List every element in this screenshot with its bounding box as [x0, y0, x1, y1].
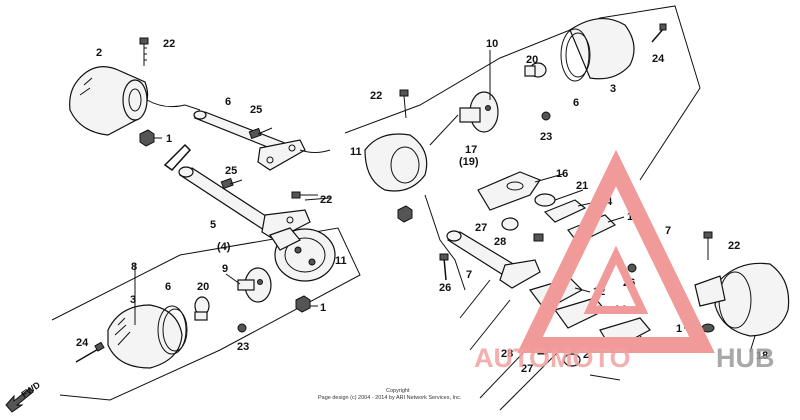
callout-6a: 6 [225, 96, 231, 108]
lens-3-upper [560, 18, 635, 82]
callout-22b: 22 [320, 194, 332, 206]
nut-1-right-mid [397, 205, 413, 223]
frame-upper-right [344, 5, 701, 181]
lens-3-lower [107, 304, 188, 369]
callout-1b: 1 [320, 302, 326, 314]
callout-23b: 23 [540, 131, 552, 143]
nut-1-lower [295, 295, 318, 313]
callout-3b: 3 [610, 83, 616, 95]
bolt-28-upper [533, 233, 544, 242]
stay-7 [446, 230, 541, 289]
callout-24a: 24 [76, 337, 89, 349]
bolt-25-upper [248, 127, 273, 140]
plate-16 [477, 171, 541, 211]
callout-2a: 2 [96, 47, 102, 59]
copyright: Copyright Page design (c) 2004 - 2014 by… [318, 388, 462, 401]
callout-20b: 20 [526, 54, 538, 66]
watermark: AUTOMOTO HUB [474, 149, 775, 373]
fwd-label: FWD [19, 379, 42, 399]
left-rear-lamp-upper [69, 66, 201, 136]
fwd-arrow: FWD [5, 379, 42, 413]
callout-2b: 2 [583, 349, 589, 361]
bulb-20-lower [194, 296, 210, 321]
collar-21 [534, 193, 556, 207]
screw-23-upper [541, 111, 551, 121]
collar-27-lower [563, 353, 581, 367]
callout-17: 17 [465, 144, 477, 156]
callout-7a: 7 [665, 225, 671, 237]
callout-9: 9 [222, 263, 228, 275]
socket-11-left [269, 227, 336, 282]
plate-14-upper [543, 199, 587, 223]
bolt-22-mid [291, 191, 318, 199]
watermark-text-hub: HUB [716, 343, 775, 373]
bolt-22-right [703, 231, 713, 260]
callout-22a: 22 [163, 38, 175, 50]
collar-27-upper [501, 217, 519, 231]
right-rear-lamp-18 [694, 262, 790, 337]
bulb-holder-9 [225, 267, 272, 303]
callout-19: (19) [459, 156, 479, 168]
callout-11a: 11 [335, 255, 347, 267]
copyright-title: Copyright [386, 388, 410, 394]
callout-20a: 20 [197, 281, 209, 293]
frame-lower-left [51, 227, 361, 401]
callout-3a: 3 [130, 294, 136, 306]
copyright-line: Page design (c) 2004 - 2014 by ARI Netwo… [318, 395, 462, 401]
callout-5: 5 [210, 219, 216, 231]
bolt-25-lower [220, 177, 243, 190]
callout-22d: 22 [728, 240, 740, 252]
callout-4: (4) [217, 241, 231, 253]
callout-8: 8 [131, 261, 137, 273]
nut-1-upper [139, 129, 162, 147]
bulb-20-upper [524, 62, 547, 78]
wiring [424, 194, 621, 411]
callout-27b: 27 [521, 363, 533, 375]
bolt-22-upper-right [399, 89, 409, 119]
screw-24-lower [75, 341, 105, 363]
callout-6b: 6 [165, 281, 171, 293]
callout-25b: 25 [225, 165, 237, 177]
holder-17 [429, 91, 499, 146]
wire-bracket [163, 143, 192, 171]
callout-18: 18 [756, 350, 768, 362]
callout-24b: 24 [652, 53, 665, 65]
screw-26-right [627, 263, 637, 273]
bolt-22-top [139, 37, 149, 66]
socket-11-right [364, 133, 428, 192]
callout-23a: 23 [237, 341, 249, 353]
callout-21: 21 [576, 180, 588, 192]
callout-7b: 7 [466, 269, 472, 281]
callout-1a: 1 [166, 133, 172, 145]
callout-labels: 2 22 1 6 25 25 5 22 (4) 11 8 9 1 3 6 20 … [76, 38, 768, 375]
callout-1c: 1 [676, 323, 682, 335]
callout-28b: 28 [501, 348, 513, 360]
callout-26a: 26 [439, 282, 451, 294]
watermark-text-auto: AUTOMOTO [474, 343, 631, 373]
stay-5 [178, 166, 331, 241]
callout-22c: 22 [370, 90, 382, 102]
screw-23-lower [237, 323, 247, 333]
screw-26-left [439, 253, 449, 281]
stay-6-upper [193, 110, 331, 171]
callout-6c: 6 [573, 97, 579, 109]
callout-27a: 27 [475, 222, 487, 234]
callout-25a: 25 [250, 104, 262, 116]
callout-28a: 28 [494, 236, 506, 248]
screw-24-upper [651, 23, 667, 43]
callout-10: 10 [486, 38, 498, 50]
callout-11b: 11 [350, 146, 362, 158]
